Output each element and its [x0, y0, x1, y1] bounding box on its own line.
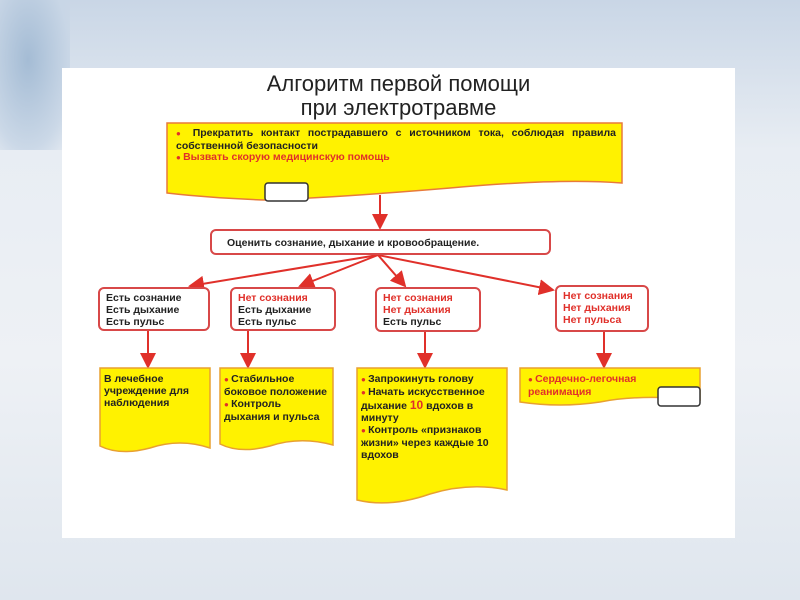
- state-line: Есть сознание: [106, 292, 182, 304]
- state-line: Есть пульс: [383, 316, 442, 328]
- state-line: Нет сознания: [238, 292, 308, 304]
- action-item: Начать искусственное дыхание 10 вдохов в…: [361, 386, 506, 424]
- state-line: Есть пульс: [238, 316, 297, 328]
- action-item: Контроль дыхания и пульса: [224, 398, 329, 423]
- action-2-text: Стабильное боковое положениеКонтроль дых…: [224, 373, 329, 423]
- state-line: Есть дыхание: [106, 304, 180, 316]
- title-line-1: Алгоритм первой помощи: [266, 71, 531, 96]
- action-4-tab: [657, 386, 701, 407]
- action-text: Начать искусственное дыхание: [361, 386, 485, 412]
- action-item: Стабильное боковое положение: [224, 373, 329, 398]
- action-item: Запрокинуть голову: [361, 373, 506, 386]
- state-line: Нет дыхания: [383, 304, 451, 316]
- title-line-2: при электротравме: [300, 95, 497, 120]
- top-box-item-2: Вызвать скорую медицинскую помощь: [176, 151, 390, 164]
- top-item-2-text: Вызвать скорую медицинскую помощь: [176, 151, 390, 163]
- top-box-shape: [166, 122, 623, 201]
- assess-box: Оценить сознание, дыхание и кровообращен…: [210, 229, 551, 255]
- state-line: Нет дыхания: [563, 302, 631, 314]
- state-line: Нет сознания: [383, 292, 453, 304]
- top-box-tab: [264, 182, 309, 202]
- breath-count: 10: [409, 398, 424, 412]
- background-photo: [0, 0, 70, 150]
- action-shape-1: [99, 367, 211, 453]
- action-text: вдохов в минуту: [361, 400, 474, 424]
- action-item: Контроль «признаков жизни» через каждые …: [361, 424, 506, 461]
- action-item: Сердечно-легочная реанимация: [528, 373, 636, 398]
- state-line: Есть пульс: [106, 316, 165, 328]
- state-line: Нет пульса: [563, 314, 622, 326]
- top-item-1-text: Прекратить контакт пострадавшего с источ…: [176, 127, 616, 152]
- top-box-item-1: Прекратить контакт пострадавшего с источ…: [176, 127, 616, 152]
- state-line: Нет сознания: [563, 290, 633, 302]
- action-3-text: Запрокинуть голову Начать искусственное …: [361, 373, 506, 461]
- action-4-text: Сердечно-легочная реанимация: [528, 373, 678, 398]
- state-line: Есть дыхание: [238, 304, 312, 316]
- action-1-text: В лечебное учреждение для наблюдения: [104, 373, 190, 409]
